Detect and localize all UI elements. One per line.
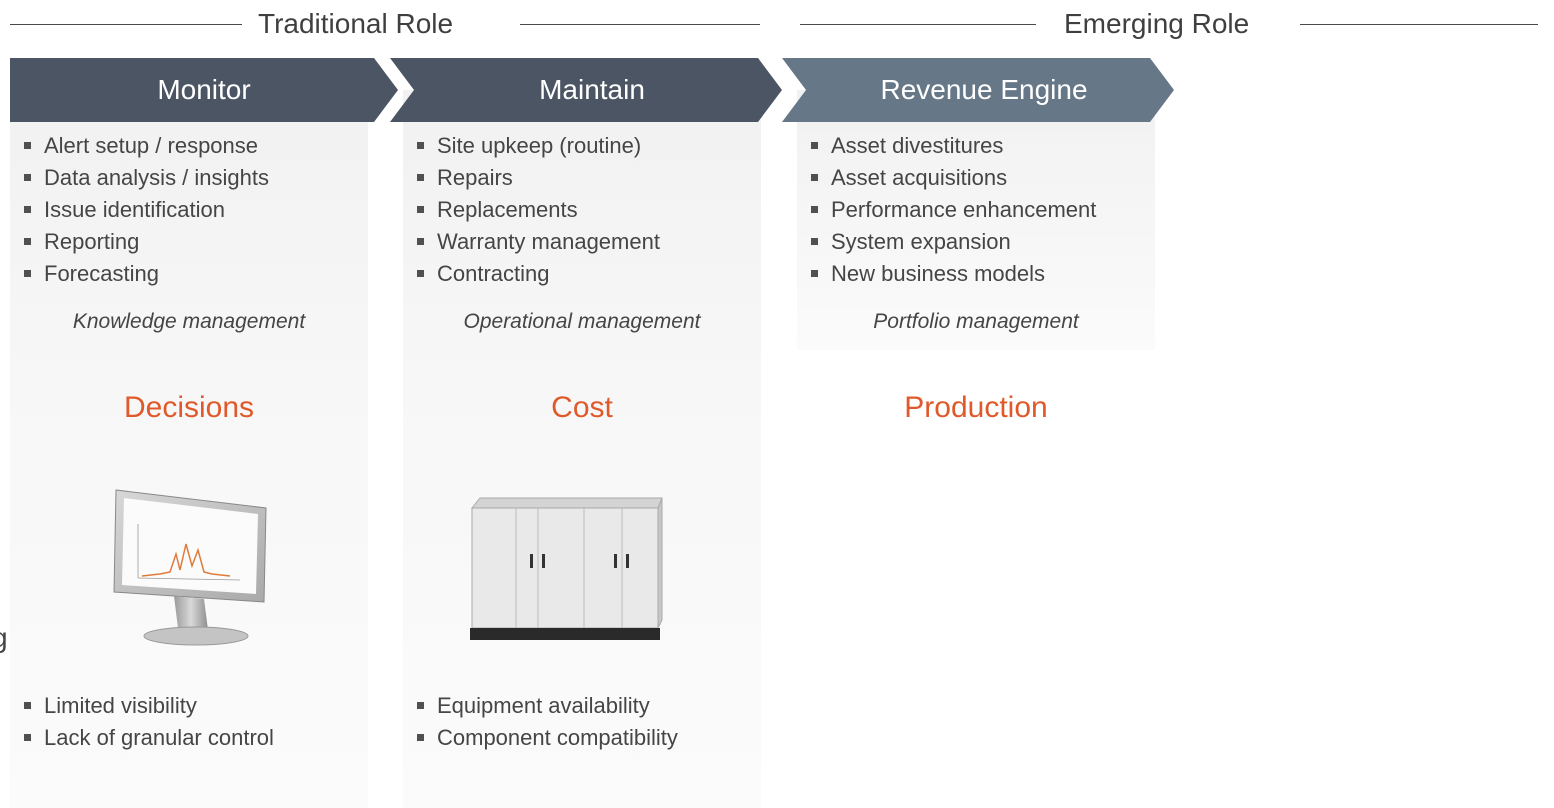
- maintain-chevron: Maintain: [390, 58, 782, 122]
- revenue-engine-caption: Portfolio management: [873, 310, 1079, 333]
- divider-line: [1300, 24, 1538, 25]
- bullet-icon: [24, 702, 31, 709]
- revenue-engine-chevron: Revenue Engine: [782, 58, 1174, 122]
- monitor-task-list: Alert setup / response Data analysis / i…: [16, 130, 269, 290]
- bullet-icon: [417, 206, 424, 213]
- bullet-icon: [811, 206, 818, 213]
- bullet-icon: [811, 238, 818, 245]
- divider-line: [800, 24, 1036, 25]
- revenue-engine-task-list: Asset divestitures Asset acquisitions Pe…: [803, 130, 1096, 290]
- monitor-column-bg: [10, 90, 368, 808]
- divider-line: [520, 24, 760, 25]
- bullet-icon: [24, 734, 31, 741]
- traditional-role-header: Traditional Role: [0, 6, 762, 42]
- list-item: Forecasting: [16, 258, 269, 290]
- list-item: Asset acquisitions: [803, 162, 1096, 194]
- list-item: System expansion: [803, 226, 1096, 258]
- monitor-caption: Knowledge management: [72, 310, 306, 333]
- list-item: Alert setup / response: [16, 130, 269, 162]
- list-item: Warranty management: [409, 226, 660, 258]
- list-item: Limited visibility: [16, 690, 274, 722]
- bullet-icon: [811, 270, 818, 277]
- bullet-icon: [811, 174, 818, 181]
- list-item: Issue identification: [16, 194, 269, 226]
- bullet-icon: [417, 238, 424, 245]
- bullet-icon: [24, 238, 31, 245]
- bullet-icon: [417, 142, 424, 149]
- bullet-icon: [24, 142, 31, 149]
- list-item: New business models: [803, 258, 1096, 290]
- bullet-icon: [811, 142, 818, 149]
- list-item: Performance enhancement: [803, 194, 1096, 226]
- list-item: Replacements: [409, 194, 660, 226]
- maintain-outcome: Cost: [551, 391, 613, 424]
- list-item: Lack of granular control: [16, 722, 274, 754]
- revenue-engine-chevron-label: Revenue Engine: [880, 74, 1088, 105]
- bullet-icon: [417, 734, 424, 741]
- revenue-column-bg: [797, 90, 1155, 350]
- divider-line: [10, 24, 242, 25]
- maintain-chevron-label: Maintain: [539, 74, 645, 105]
- list-item: Component compatibility: [409, 722, 678, 754]
- emerging-role-header: Emerging Role: [790, 6, 1550, 42]
- bullet-icon: [417, 270, 424, 277]
- bullet-icon: [24, 206, 31, 213]
- bullet-icon: [24, 270, 31, 277]
- monitor-icon: [113, 489, 267, 646]
- stray-letter: g: [0, 622, 8, 654]
- monitor-outcome: Decisions: [123, 391, 255, 424]
- inverter-cabinet-icon: [470, 497, 663, 640]
- list-item: Repairs: [409, 162, 660, 194]
- monitor-chevron-label: Monitor: [157, 74, 251, 105]
- list-item: Reporting: [16, 226, 269, 258]
- list-item: Asset divestitures: [803, 130, 1096, 162]
- maintain-caption: Operational management: [463, 310, 701, 333]
- monitor-challenge-list: Limited visibility Lack of granular cont…: [16, 690, 274, 754]
- list-item: Data analysis / insights: [16, 162, 269, 194]
- monitor-chevron: Monitor: [10, 58, 398, 122]
- traditional-role-title: Traditional Role: [258, 8, 454, 39]
- bullet-icon: [417, 174, 424, 181]
- maintain-column-bg: [403, 90, 761, 808]
- maintain-challenge-list: Equipment availability Component compati…: [409, 690, 678, 754]
- revenue-engine-outcome: Production: [904, 391, 1048, 424]
- list-item: Equipment availability: [409, 690, 678, 722]
- bullet-icon: [417, 702, 424, 709]
- bullet-icon: [24, 174, 31, 181]
- emerging-role-title: Emerging Role: [1064, 8, 1250, 39]
- list-item: Contracting: [409, 258, 660, 290]
- list-item: Site upkeep (routine): [409, 130, 660, 162]
- maintain-task-list: Site upkeep (routine) Repairs Replacemen…: [409, 130, 660, 290]
